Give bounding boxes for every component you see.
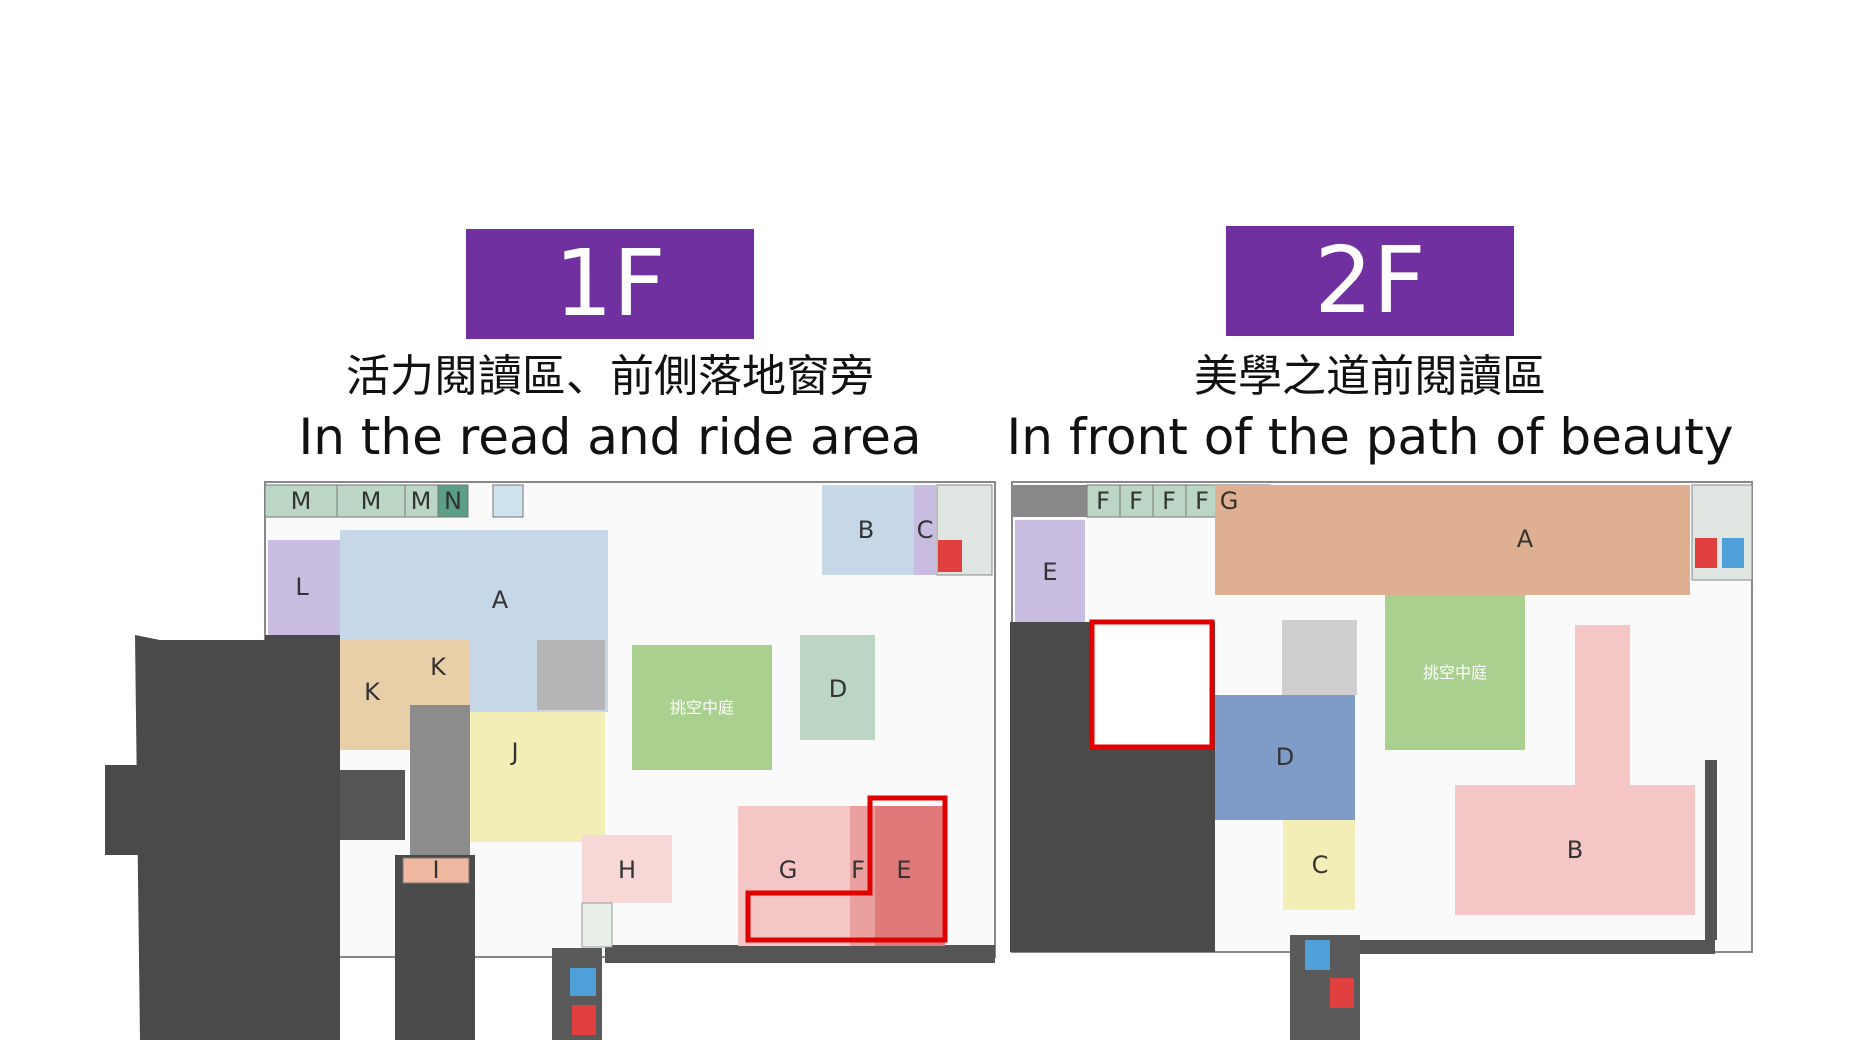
floor-1-zone-h bbox=[582, 835, 672, 903]
floor-1-zone-g bbox=[738, 806, 850, 946]
floor-2-zone-f3 bbox=[1152, 484, 1187, 518]
floor-2-label-f1: F bbox=[1096, 487, 1110, 515]
floor-1-label-d: D bbox=[829, 675, 847, 703]
floor-1-zone-m2 bbox=[336, 484, 406, 518]
floor-1-label-m3: M bbox=[411, 487, 432, 515]
floor-2-highlight bbox=[1089, 619, 1215, 750]
floor-2-title-en: In front of the path of beauty bbox=[1006, 408, 1734, 466]
elevator-icon bbox=[492, 484, 524, 518]
female-restroom-icon bbox=[938, 540, 962, 572]
floor-2-label-f2: F bbox=[1129, 487, 1143, 515]
floor-1-title-en: In the read and ride area bbox=[298, 408, 922, 466]
floor-1-stair-lower bbox=[581, 902, 613, 948]
floor-2-zone-b bbox=[1455, 625, 1695, 915]
floor-2-atrium bbox=[1385, 595, 1525, 750]
floor-1-label-k2: K bbox=[430, 653, 447, 681]
floor-2-caption: 美學之道前閱讀區 In front of the path of beauty bbox=[960, 348, 1780, 468]
floor-1-label-k1: K bbox=[364, 678, 381, 706]
floor-2-label-e: E bbox=[1042, 558, 1057, 586]
floor-1-zone-i bbox=[402, 857, 470, 884]
floor-2-bottom-wall bbox=[1295, 940, 1715, 954]
floor-1-label-e: E bbox=[896, 856, 911, 884]
floor-1-zone-l bbox=[268, 540, 340, 635]
floor-2-stair bbox=[1282, 620, 1357, 695]
floor-1-dark-block bbox=[340, 770, 405, 840]
floor-1-zone-e bbox=[875, 806, 945, 946]
floor-1-label-g: G bbox=[779, 856, 798, 884]
floor-1-stair bbox=[537, 640, 605, 710]
floor-2-zone-f4 bbox=[1185, 484, 1220, 518]
floor-2-zone-a bbox=[1215, 485, 1690, 595]
floor-1-zone-k1 bbox=[340, 640, 410, 750]
floor-2-label-g: G bbox=[1220, 487, 1239, 515]
floor-1-atrium bbox=[632, 645, 772, 770]
floor-1-label-m1: M bbox=[291, 487, 312, 515]
floor-1-zone-k2 bbox=[410, 640, 470, 705]
floor-1-core bbox=[410, 705, 470, 855]
floor-1-zone-m1 bbox=[264, 484, 338, 518]
floor-1-bottom-wall bbox=[605, 945, 995, 963]
floor-1-zone-c bbox=[914, 485, 936, 575]
floor-2-badge: 2F bbox=[1226, 226, 1514, 336]
floor-2-zone-f1 bbox=[1086, 484, 1121, 518]
floor-2-zone-f2 bbox=[1119, 484, 1154, 518]
floor-2-title-zh: 美學之道前閱讀區 bbox=[1194, 351, 1546, 402]
floor-1-dark-stair bbox=[265, 635, 340, 1040]
floor-2-top-dark bbox=[1012, 485, 1087, 517]
floor-1-label-n: N bbox=[444, 487, 462, 515]
floor-1-zone-m3 bbox=[404, 484, 439, 518]
floor-1-label-m2: M bbox=[361, 487, 382, 515]
floor-2-zone-c bbox=[1283, 820, 1355, 910]
floor-1-caption: 活力閱讀區、前側落地窗旁 In the read and ride area bbox=[200, 348, 1020, 468]
floor-1-label-a: A bbox=[492, 586, 509, 614]
floor-1-label-h: H bbox=[618, 856, 636, 884]
floor-1-label-b: B bbox=[858, 516, 874, 544]
female-restroom-icon-2 bbox=[572, 1005, 596, 1035]
floor-1-label-c: C bbox=[917, 516, 934, 544]
floor-1-zone-n bbox=[437, 484, 469, 518]
floor-2-label-f3: F bbox=[1162, 487, 1176, 515]
floor-2-label-c: C bbox=[1312, 851, 1329, 879]
male-restroom-icon-2 bbox=[1722, 538, 1744, 568]
female-restroom-icon-3 bbox=[1695, 538, 1717, 568]
floor-2-label-f4: F bbox=[1195, 487, 1209, 515]
floor-1-zone-d bbox=[800, 635, 875, 740]
floor-1-title-zh: 活力閱讀區、前側落地窗旁 bbox=[346, 351, 874, 402]
floor-2-label-b: B bbox=[1567, 836, 1583, 864]
male-restroom-icon bbox=[570, 968, 596, 996]
male-restroom-icon-3 bbox=[1305, 940, 1330, 970]
floor-2-zone-e bbox=[1015, 520, 1085, 622]
floor-2-label-a: A bbox=[1517, 525, 1534, 553]
floor-1-atrium-label: 挑空中庭 bbox=[670, 698, 734, 717]
floor-2-zone-d bbox=[1215, 695, 1355, 820]
floor-1-label-l: L bbox=[295, 573, 309, 601]
floor-1-zone-b bbox=[822, 485, 914, 575]
female-restroom-icon-4 bbox=[1330, 978, 1354, 1008]
floor-1-dark-bottom bbox=[395, 855, 475, 1040]
floor-1-label-j: J bbox=[509, 738, 518, 766]
floor-2-atrium-label: 挑空中庭 bbox=[1423, 663, 1487, 682]
floor-2-right-wall bbox=[1705, 760, 1717, 940]
floor-1-zone-j bbox=[470, 712, 605, 842]
floor-1-dark-annex bbox=[105, 765, 275, 855]
floor-1-badge: 1F bbox=[466, 229, 754, 339]
floor-1-highlight bbox=[745, 795, 948, 943]
floor-1-label-i: I bbox=[432, 856, 439, 884]
floor-1-label-f: F bbox=[851, 856, 865, 884]
floor-2-label-d: D bbox=[1276, 743, 1294, 771]
